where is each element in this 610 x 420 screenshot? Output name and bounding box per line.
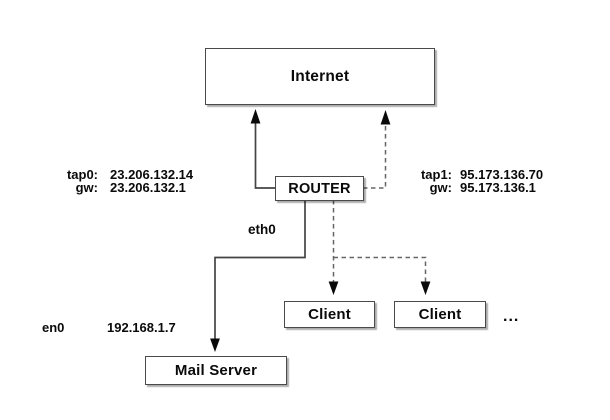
mail-server-node-label: Mail Server xyxy=(174,362,258,379)
arrowhead-down-client-a-icon xyxy=(328,281,339,295)
client-branch-link xyxy=(333,256,427,282)
mail-server-node: Mail Server xyxy=(145,356,287,385)
internet-node-label: Internet xyxy=(290,67,350,85)
tap0-ip-value: 23.206.132.14 xyxy=(110,167,194,182)
tap1-gateway-label: gw: xyxy=(429,180,452,195)
router-node-label: ROUTER xyxy=(288,180,351,197)
arrowhead-up-solid-icon xyxy=(250,109,261,124)
eth0-interface-label: eth0 xyxy=(248,222,276,237)
arrowhead-down-client-b-icon xyxy=(420,281,431,295)
router-to-mailserver-link xyxy=(214,200,306,339)
client-a-node-label: Client xyxy=(308,306,351,323)
tap0-interface-label: tap0: xyxy=(66,167,98,182)
en0-ip-value: 192.168.1.7 xyxy=(107,320,176,335)
en0-interface-label: en0 xyxy=(42,320,65,335)
internet-node: Internet xyxy=(205,48,435,105)
arrowhead-down-mail-icon xyxy=(210,338,220,352)
tap1-ip-value: 95.173.136.70 xyxy=(460,167,544,182)
client-b-node: Client xyxy=(394,301,486,328)
router-to-internet-dashed-link xyxy=(363,125,387,189)
tap0-gateway-label: gw: xyxy=(75,180,98,195)
router-to-internet-solid-link xyxy=(254,123,275,189)
tap1-interface-label: tap1: xyxy=(420,167,452,182)
tap0-gateway-value: 23.206.132.1 xyxy=(110,180,186,195)
arrowhead-up-dashed-icon xyxy=(380,110,391,125)
router-node: ROUTER xyxy=(275,176,364,201)
client-a-node: Client xyxy=(284,301,375,328)
tap1-gateway-value: 95.173.136.1 xyxy=(460,180,536,195)
client-b-node-label: Client xyxy=(418,306,462,323)
more-clients-ellipsis: ... xyxy=(503,307,520,325)
